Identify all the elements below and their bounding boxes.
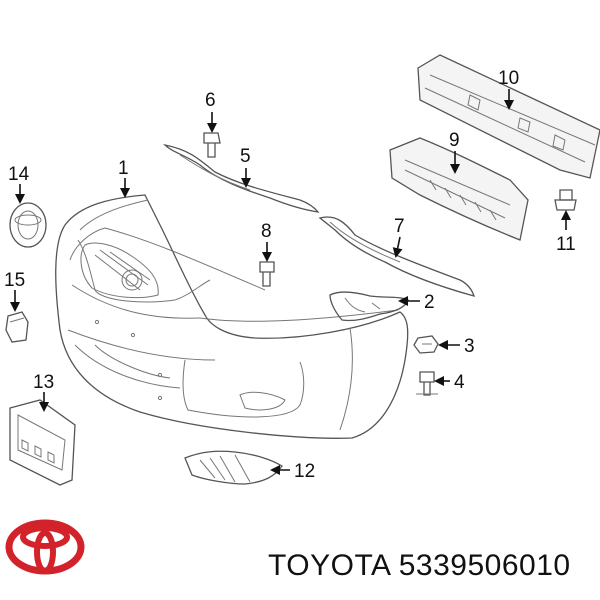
bolt-part-6: [203, 132, 221, 158]
callout-6: 6: [205, 90, 216, 111]
callout-9: 9: [449, 130, 460, 151]
reinforcement-beam: [417, 54, 600, 179]
energy-absorber: [389, 137, 529, 241]
toyota-logo: [5, 519, 85, 575]
leader-lines: [10, 89, 571, 475]
part-number-label: TOYOTA 5339506010: [268, 549, 571, 582]
callout-13: 13: [33, 372, 54, 393]
callout-12: 12: [294, 461, 315, 482]
bolt-part-8: [259, 261, 275, 287]
callout-numbers: 1 2 3 4 5 6 7 8 9 10 11 12 13 14 15: [4, 68, 576, 482]
callout-14: 14: [8, 164, 30, 185]
license-plate-bracket: [9, 399, 76, 486]
emblem-part-14: [9, 202, 47, 248]
leader-7: [392, 236, 403, 258]
callout-2: 2: [424, 292, 435, 313]
fog-lamp-cover: [184, 450, 283, 485]
callout-10: 10: [498, 68, 519, 89]
bumper-cover: [55, 194, 409, 439]
callout-15: 15: [4, 270, 25, 291]
bolt-part-4: [416, 371, 438, 396]
side-retainer: [318, 216, 476, 297]
callout-4: 4: [454, 372, 465, 393]
clip-part-11: [554, 189, 577, 211]
callout-1: 1: [118, 158, 129, 179]
callout-8: 8: [261, 221, 272, 242]
callout-7: 7: [394, 216, 405, 237]
callout-5: 5: [240, 146, 251, 167]
callout-3: 3: [464, 336, 475, 357]
callout-11: 11: [556, 234, 576, 255]
sensor-part-15: [5, 311, 29, 343]
side-bracket: [329, 291, 409, 322]
clip-part-3: [413, 335, 439, 354]
